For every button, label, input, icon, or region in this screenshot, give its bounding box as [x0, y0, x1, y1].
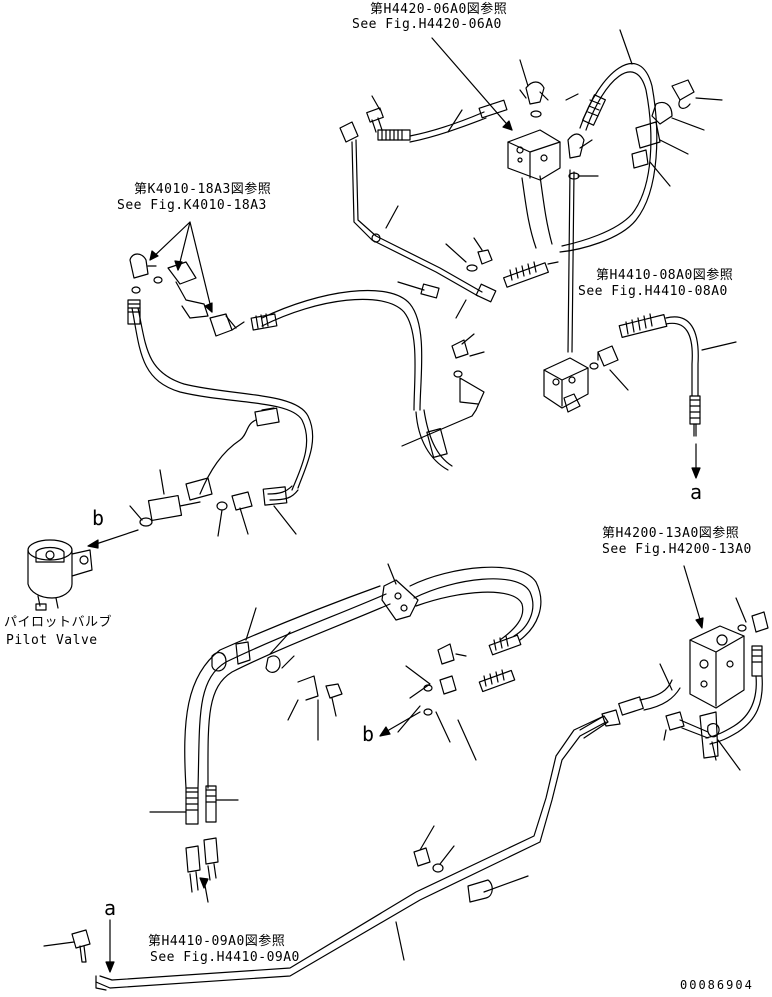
hose-pilot-loop [128, 300, 313, 490]
leaders [398, 654, 476, 760]
ref-h4410-09-en: See Fig.H4410-09A0 [150, 950, 300, 965]
valve-block-h4200 [690, 626, 744, 708]
ref-k4010-en: See Fig.K4010-18A3 [117, 198, 267, 213]
leader-h4420 [432, 38, 512, 130]
leaders [598, 352, 628, 390]
leaders [246, 608, 318, 740]
leaders [718, 598, 746, 770]
leader [388, 564, 396, 584]
leader-k4010 [150, 222, 212, 312]
ref-h4420-en: See Fig.H4420-06A0 [352, 17, 502, 32]
leader-bracket-b [406, 666, 430, 698]
ref-h4410-08-jp: 第H4410-08A0図参照 [596, 268, 734, 283]
tube-vertical [568, 170, 570, 352]
leaders [420, 826, 528, 892]
leaders [520, 60, 598, 176]
wire-harness [186, 408, 279, 500]
tube-fittings-bottom [602, 680, 680, 726]
valve-block-h4410-08 [544, 358, 588, 412]
valve-block-h4420 [508, 130, 560, 180]
leader [372, 96, 380, 110]
ref-h4410-09-jp: 第H4410-09A0図参照 [148, 934, 286, 949]
hoses-bottom-loop [185, 567, 541, 788]
leaders [130, 470, 296, 536]
ref-h4200-jp: 第H4200-13A0図参照 [602, 526, 740, 541]
hose-pilot-to-block [263, 486, 298, 505]
hose-top-left [378, 100, 507, 142]
hose-top-right-loop [560, 64, 657, 252]
right-fittings-cluster [632, 80, 694, 168]
leader-h4200 [684, 566, 702, 626]
pilot-valve-body [28, 540, 92, 610]
clamps-left-bottom [212, 642, 342, 716]
marker-a-upper: a [690, 480, 703, 504]
leader [702, 342, 736, 350]
small-fittings-center [452, 340, 468, 377]
nut-washer-clamp-bottom [414, 848, 492, 902]
leader [44, 942, 74, 946]
bolt-bottom-left [72, 930, 90, 962]
marker-a-lower: a [104, 896, 117, 920]
hose-fittings-bottom [424, 635, 521, 715]
leaders [386, 206, 482, 318]
leaders [150, 800, 238, 812]
leader-bracket [402, 378, 484, 446]
leader [448, 110, 462, 132]
hose-h4420-down [522, 176, 552, 248]
ref-h4410-08-en: See Fig.H4410-08A0 [578, 284, 728, 299]
ref-h4200-en: See Fig.H4200-13A0 [602, 542, 752, 557]
marker-b-lower: b [362, 722, 375, 746]
leader [660, 664, 672, 690]
hose-k4010-long [251, 290, 452, 470]
hose-end-fittings-left [186, 786, 218, 892]
bolt-top-left [367, 108, 384, 132]
tube-left-bracket [340, 122, 496, 302]
leaders [462, 334, 484, 356]
bracket-bolt-h4200 [666, 712, 719, 758]
fittings-h4410-08 [590, 314, 667, 369]
long-tube-bottom [96, 716, 608, 990]
ref-k4010-jp: 第K4010-18A3図参照 [134, 182, 272, 197]
ref-h4420-jp: 第H4420-06A0図参照 [370, 2, 508, 17]
hose-fitting-middle [504, 262, 549, 287]
drawing-number: 00086904 [680, 978, 754, 992]
marker-b-upper: b [92, 506, 105, 530]
pilot-valve-label-jp: パイロットバルブ [4, 615, 113, 630]
nut-washer-middle [421, 250, 492, 298]
leaders [664, 730, 716, 760]
pilot-valve-label-en: Pilot Valve [6, 633, 98, 648]
clamp-bracket-center [382, 580, 418, 620]
switch-assembly [140, 492, 252, 526]
hose-to-a [666, 317, 700, 436]
k4010-fittings [130, 254, 236, 336]
leaders [650, 98, 722, 186]
leader [396, 922, 404, 960]
leader [620, 30, 632, 64]
